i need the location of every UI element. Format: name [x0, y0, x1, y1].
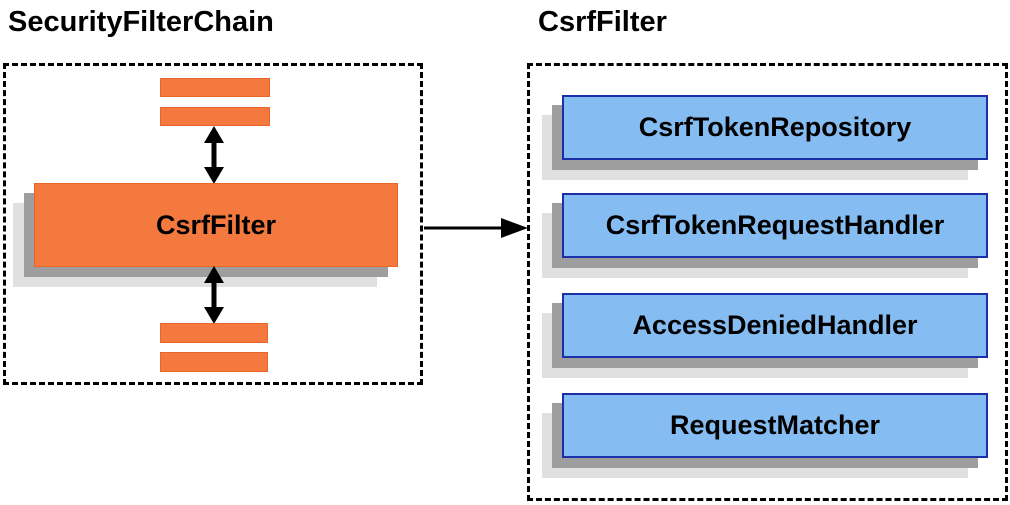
component-label: CsrfTokenRequestHandler [605, 210, 945, 240]
security-filter-chain-group: CsrfFilter [3, 63, 423, 385]
right-arrow-icon [424, 218, 528, 238]
csrf-filter-box: CsrfFilter [34, 183, 398, 267]
component-label: AccessDeniedHandler [632, 310, 918, 340]
filter-chain-bar [160, 352, 268, 372]
up-down-arrow-icon [204, 126, 224, 184]
csrf-filter-title: CsrfFilter [538, 6, 667, 38]
security-filter-chain-title: SecurityFilterChain [8, 6, 274, 38]
csrf-filter-box-label: CsrfFilter [155, 209, 277, 240]
component-label: CsrfTokenRepository [638, 112, 912, 142]
up-down-arrow-icon [204, 266, 224, 324]
component-box: CsrfTokenRequestHandler [562, 193, 988, 258]
component-label: RequestMatcher [669, 410, 881, 440]
csrf-filter-group: CsrfTokenRepository CsrfTokenRequestHand… [527, 63, 1008, 501]
filter-chain-bar [160, 78, 270, 97]
component-box: RequestMatcher [562, 393, 988, 458]
filter-chain-bar [160, 107, 270, 126]
component-box: AccessDeniedHandler [562, 293, 988, 358]
component-box: CsrfTokenRepository [562, 95, 988, 160]
filter-chain-bar [160, 323, 268, 343]
